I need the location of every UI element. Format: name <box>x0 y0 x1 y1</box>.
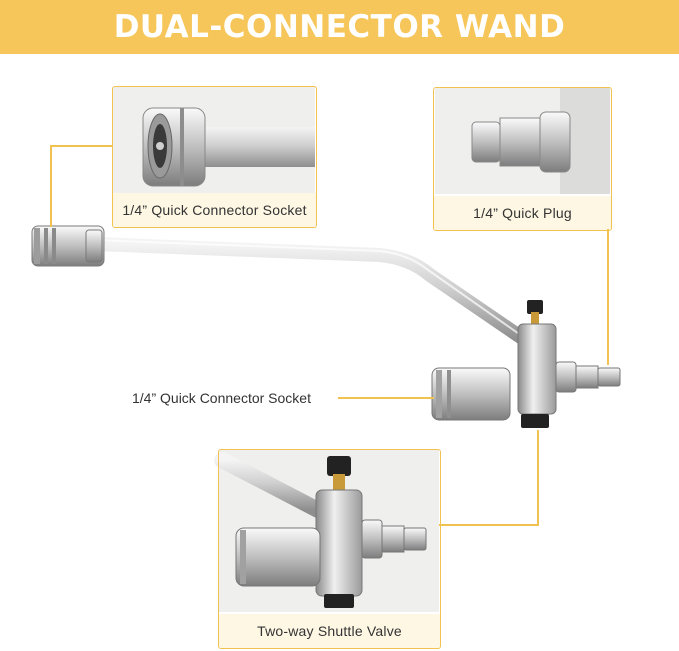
leader-line <box>338 397 434 399</box>
valve-closeup-image <box>214 450 439 612</box>
plug-closeup-image <box>435 88 610 194</box>
leader-line <box>607 229 609 365</box>
leader-line <box>537 430 539 526</box>
label-middle-socket: 1/4” Quick Connector Socket <box>132 390 311 406</box>
banner: DUAL-CONNECTOR WAND <box>0 0 679 54</box>
wand-tube <box>88 237 532 347</box>
callout-label-valve: Two-way Shuttle Valve <box>219 614 440 648</box>
leader-line <box>50 145 112 147</box>
leader-line <box>50 145 52 227</box>
leader-line <box>439 524 539 526</box>
callout-valve: Two-way Shuttle Valve <box>218 449 441 649</box>
callout-label-socket-top: 1/4” Quick Connector Socket <box>113 193 316 227</box>
callout-socket-top: 1/4” Quick Connector Socket <box>112 86 317 228</box>
banner-title: DUAL-CONNECTOR WAND <box>113 9 566 45</box>
wand-end-socket <box>31 225 105 267</box>
callout-plug-top: 1/4” Quick Plug <box>433 87 612 231</box>
valve-assembly <box>431 300 621 428</box>
callout-label-plug-top: 1/4” Quick Plug <box>434 196 611 230</box>
